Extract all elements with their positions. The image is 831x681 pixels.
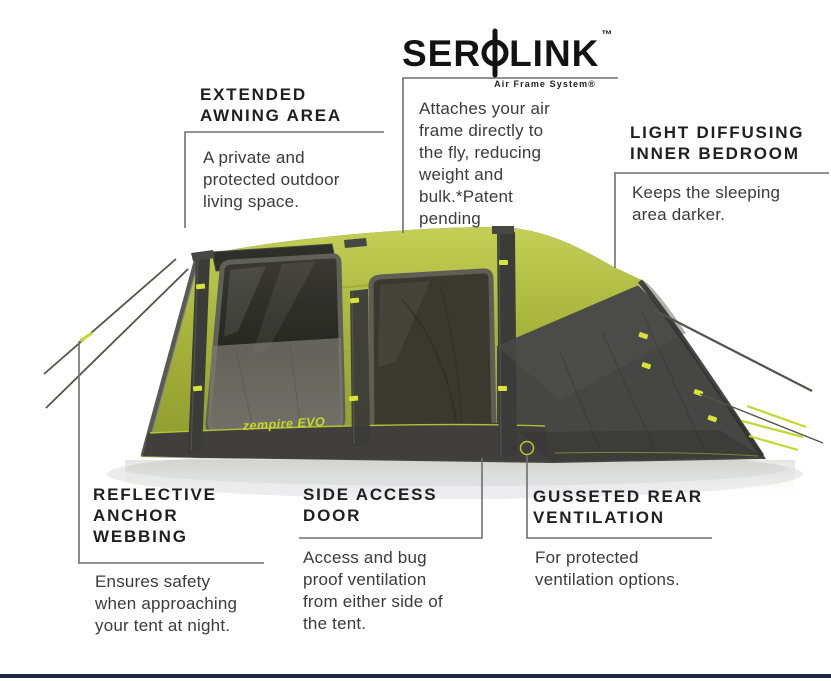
ridge-caps xyxy=(191,226,514,261)
tent-body: zempire EVO xyxy=(43,226,824,463)
sero-note-callout-line xyxy=(402,77,618,233)
light-diffusing-title: LIGHT DIFFUSING INNER BEDROOM xyxy=(630,123,805,164)
reflective-webbing-title: REFLECTIVE ANCHOR WEBBING xyxy=(93,485,217,547)
logo-o-pole-icon xyxy=(481,28,509,78)
sero-note-body: Attaches your air frame directly to the … xyxy=(419,99,550,229)
rear-section xyxy=(497,279,765,462)
extended-awning-callout-line xyxy=(184,131,384,228)
gusseted-vent-title: GUSSETED REAR VENTILATION xyxy=(533,487,703,528)
zempire-badge xyxy=(519,440,535,456)
side-access-body: Access and bug proof ventilation from ei… xyxy=(303,548,443,634)
light-diffusing-body: Keeps the sleeping area darker. xyxy=(632,183,781,225)
logo-trademark: ™ xyxy=(601,29,613,41)
serolink-logo: SER LINK ™ Air Frame System® xyxy=(402,28,622,89)
reflective-webbing-callout-line xyxy=(78,341,264,564)
logo-text-suffix: LINK xyxy=(509,32,600,74)
tent-skirt xyxy=(143,422,549,461)
gusseted-vent-body: For protected ventilation options. xyxy=(535,548,680,590)
awning-window xyxy=(205,253,346,435)
guy-lines xyxy=(43,258,824,444)
side-access-callout-line xyxy=(299,458,483,539)
serolink-wordmark: SER LINK ™ xyxy=(402,28,622,78)
side-access-door-window xyxy=(368,268,497,447)
extended-awning-title: EXTENDED AWNING AREA xyxy=(200,85,342,126)
footer-accent-bar xyxy=(0,674,831,678)
air-beams xyxy=(188,231,517,456)
callout-lines xyxy=(78,77,829,564)
light-diffusing-callout-line xyxy=(614,172,829,268)
tent-brand-label: zempire EVO xyxy=(241,415,325,433)
side-access-title: SIDE ACCESS DOOR xyxy=(303,485,438,526)
logo-tagline: Air Frame System® xyxy=(494,79,596,89)
gusseted-vent-callout-line xyxy=(526,455,712,539)
reflective-webbing-body: Ensures safety when approaching your ten… xyxy=(95,572,238,636)
extended-awning-body: A private and protected outdoor living s… xyxy=(203,148,340,212)
reflective-webbing-straps xyxy=(79,331,807,452)
logo-text-prefix: SER xyxy=(402,32,482,74)
